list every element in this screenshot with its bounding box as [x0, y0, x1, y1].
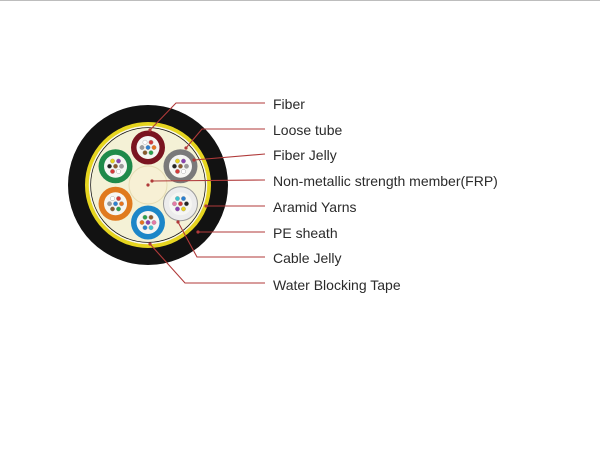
top-divider	[0, 0, 600, 1]
label-pe-sheath: PE sheath	[273, 225, 338, 241]
fiber-core	[142, 225, 148, 231]
aramid-yarns-ring	[85, 122, 211, 248]
fiber-core	[145, 145, 151, 150]
fiber-core	[178, 163, 183, 169]
leader-cable-jelly-anchor	[176, 220, 180, 224]
leader-frp	[151, 179, 266, 182]
fiber-core	[148, 225, 154, 231]
leader-pe-sheath-anchor	[196, 230, 200, 234]
label-fiber: Fiber	[273, 96, 305, 112]
fiber-core	[175, 206, 180, 212]
leader-fiber-jelly-anchor	[192, 158, 196, 162]
fiber-core	[113, 163, 118, 169]
label-water-blocking-tape: Water Blocking Tape	[273, 277, 401, 293]
leader-fiber-jelly	[193, 153, 266, 161]
fiber-core	[119, 163, 124, 169]
label-frp: Non-metallic strength member(FRP)	[273, 173, 498, 189]
fiber-core	[181, 169, 186, 174]
fiber-core	[148, 214, 154, 220]
label-loose-tube: Loose tube	[273, 122, 342, 138]
fiber-core	[151, 220, 157, 225]
fiber-core	[148, 139, 154, 145]
fiber-core	[110, 158, 115, 164]
leader-fiber	[149, 102, 265, 131]
fiber-core	[184, 201, 189, 207]
fiber-core	[148, 150, 154, 156]
fiber-core	[184, 163, 189, 169]
fiber-core	[175, 158, 180, 164]
fiber-core	[181, 206, 186, 212]
water-blocking-tape-ring	[88, 125, 208, 245]
fiber-core	[116, 206, 121, 212]
fiber-core	[107, 201, 112, 207]
frp-center-dot	[146, 183, 150, 187]
leader-fiber-anchor	[148, 128, 152, 132]
fiber-core	[172, 201, 177, 207]
fiber-core	[142, 214, 148, 220]
callout-labels: Fiber Loose tube Fiber Jelly Non-metalli…	[273, 96, 498, 293]
fiber-core	[110, 206, 115, 212]
leader-lines	[148, 102, 266, 284]
leader-water-tape-anchor	[148, 242, 152, 246]
label-aramid-yarns: Aramid Yarns	[273, 199, 357, 215]
label-fiber-jelly: Fiber Jelly	[273, 147, 337, 163]
fiber-core	[116, 169, 121, 174]
fiber-core	[142, 139, 148, 145]
fiber-core	[175, 196, 180, 201]
fiber-core	[113, 201, 118, 207]
fiber-core	[110, 169, 115, 174]
leader-loose-tube-anchor	[184, 146, 188, 150]
fiber-core	[116, 158, 121, 164]
fiber-core	[181, 196, 186, 201]
fiber-core	[172, 163, 177, 169]
fiber-core	[107, 163, 112, 169]
leader-cable-jelly	[177, 221, 265, 258]
fiber-core	[116, 196, 121, 201]
leader-loose-tube	[185, 128, 265, 149]
fiber-core	[175, 169, 180, 174]
fiber-core	[178, 201, 183, 207]
fiber-core	[139, 145, 145, 150]
fiber-core	[142, 150, 148, 156]
leader-frp-anchor	[150, 179, 154, 183]
leader-aramid-yarns-anchor	[204, 204, 208, 208]
label-cable-jelly: Cable Jelly	[273, 250, 341, 266]
fiber-core	[119, 201, 124, 207]
fiber-core	[181, 158, 186, 164]
fiber-core	[151, 145, 157, 150]
leader-water-tape	[149, 243, 265, 284]
fiber-core	[145, 220, 151, 225]
fiber-core	[110, 196, 115, 201]
fiber-core	[139, 220, 145, 225]
